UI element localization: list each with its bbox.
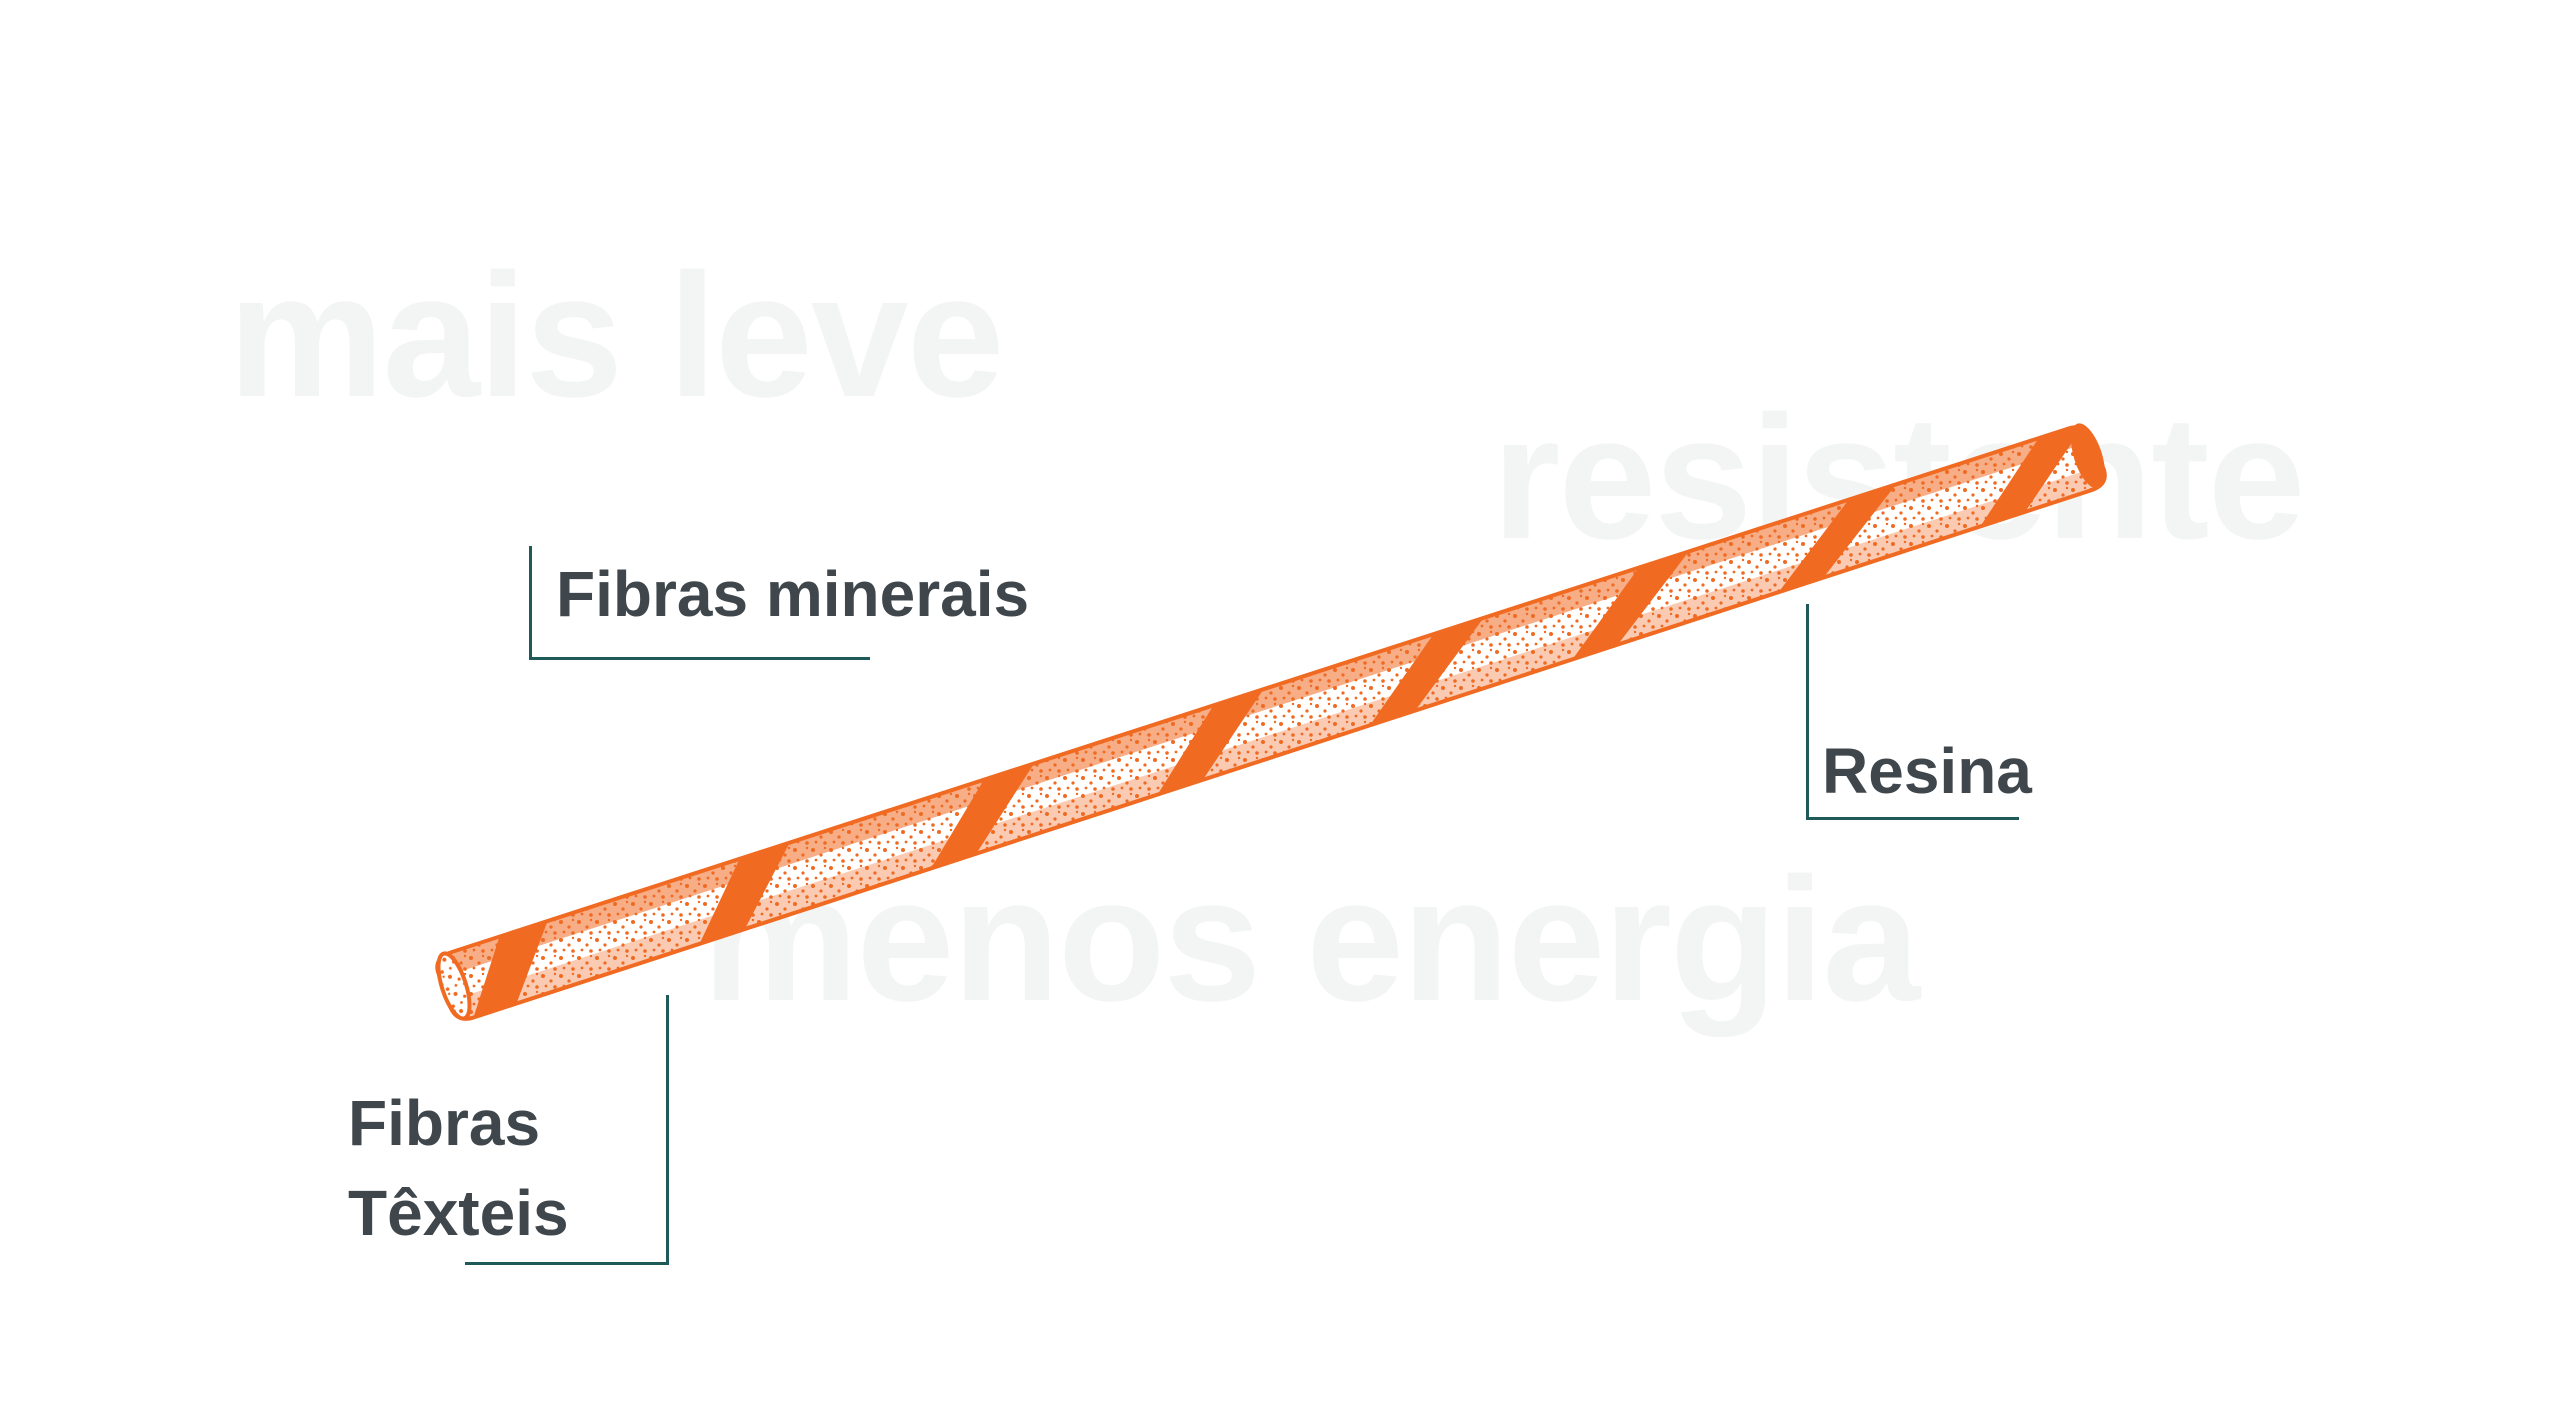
- label-resina: Resina: [1822, 735, 2032, 807]
- background-word-menos-energia: menos energia: [702, 842, 1920, 1038]
- rod-body: [435, 423, 2107, 1021]
- leader-line-resina: [1806, 604, 2019, 820]
- label-fibras-minerais: Fibras minerais: [556, 558, 1030, 630]
- label-fibras-texteis-line1: Fibras: [348, 1087, 541, 1159]
- background-word-mais-leve: mais leve: [228, 238, 1005, 434]
- leader-line-fibras-texteis: [465, 995, 669, 1265]
- label-fibras-texteis: Fibras Têxteis: [348, 1079, 569, 1258]
- label-fibras-texteis-line2: Têxteis: [348, 1176, 569, 1249]
- leader-line-fibras-minerais: [529, 546, 870, 660]
- helical-stripes: [472, 427, 2086, 1019]
